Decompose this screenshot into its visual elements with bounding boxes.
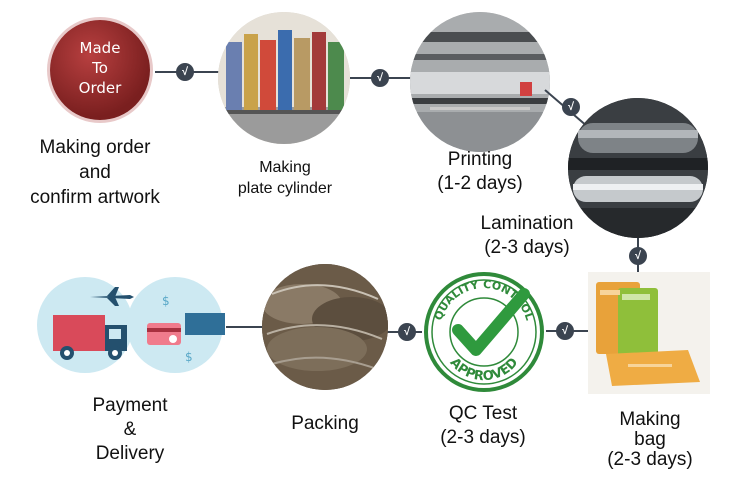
- check-icon: √: [556, 322, 574, 340]
- packing-photo: [262, 264, 388, 390]
- step-label-payment-delivery: Payment & Delivery: [92, 395, 168, 464]
- step-label-making-bag: Making bag (2-3 days): [607, 409, 693, 470]
- badge-line: Order: [78, 79, 122, 97]
- printing-machine-photo: [410, 12, 550, 152]
- payment-card-icon: $ $: [147, 294, 225, 364]
- check-icon: √: [371, 69, 389, 87]
- step-label-lamination: Lamination (2-3 days): [480, 213, 574, 258]
- badge-line: Made: [79, 39, 121, 57]
- step-label-plate-cylinder: Making plate cylinder: [237, 159, 333, 197]
- connector-line: [226, 326, 262, 328]
- made-to-order-badge: Made To Order: [50, 20, 150, 120]
- check-icon: √: [562, 98, 580, 116]
- svg-text:$: $: [185, 350, 193, 364]
- bag-photo: [588, 272, 710, 394]
- step-label-printing: Printing (1-2 days): [437, 149, 523, 194]
- step-label-qc-test: QC Test (2-3 days): [440, 403, 526, 448]
- step-label-packing: Packing: [291, 413, 359, 434]
- qc-approved-stamp: QUALITY CONTROL APPROVED: [420, 268, 548, 396]
- check-icon: √: [398, 323, 416, 341]
- check-icon: √: [176, 63, 194, 81]
- delivery-truck-icon: [53, 315, 127, 360]
- svg-text:$: $: [162, 294, 170, 308]
- badge-line: To: [92, 59, 108, 77]
- delivery-illustration: $ $: [35, 275, 231, 375]
- step-label-making-order: Making order and confirm artwork: [30, 137, 160, 208]
- check-icon: √: [629, 247, 647, 265]
- airplane-icon: [90, 287, 134, 306]
- plate-cylinder-photo: [218, 12, 350, 144]
